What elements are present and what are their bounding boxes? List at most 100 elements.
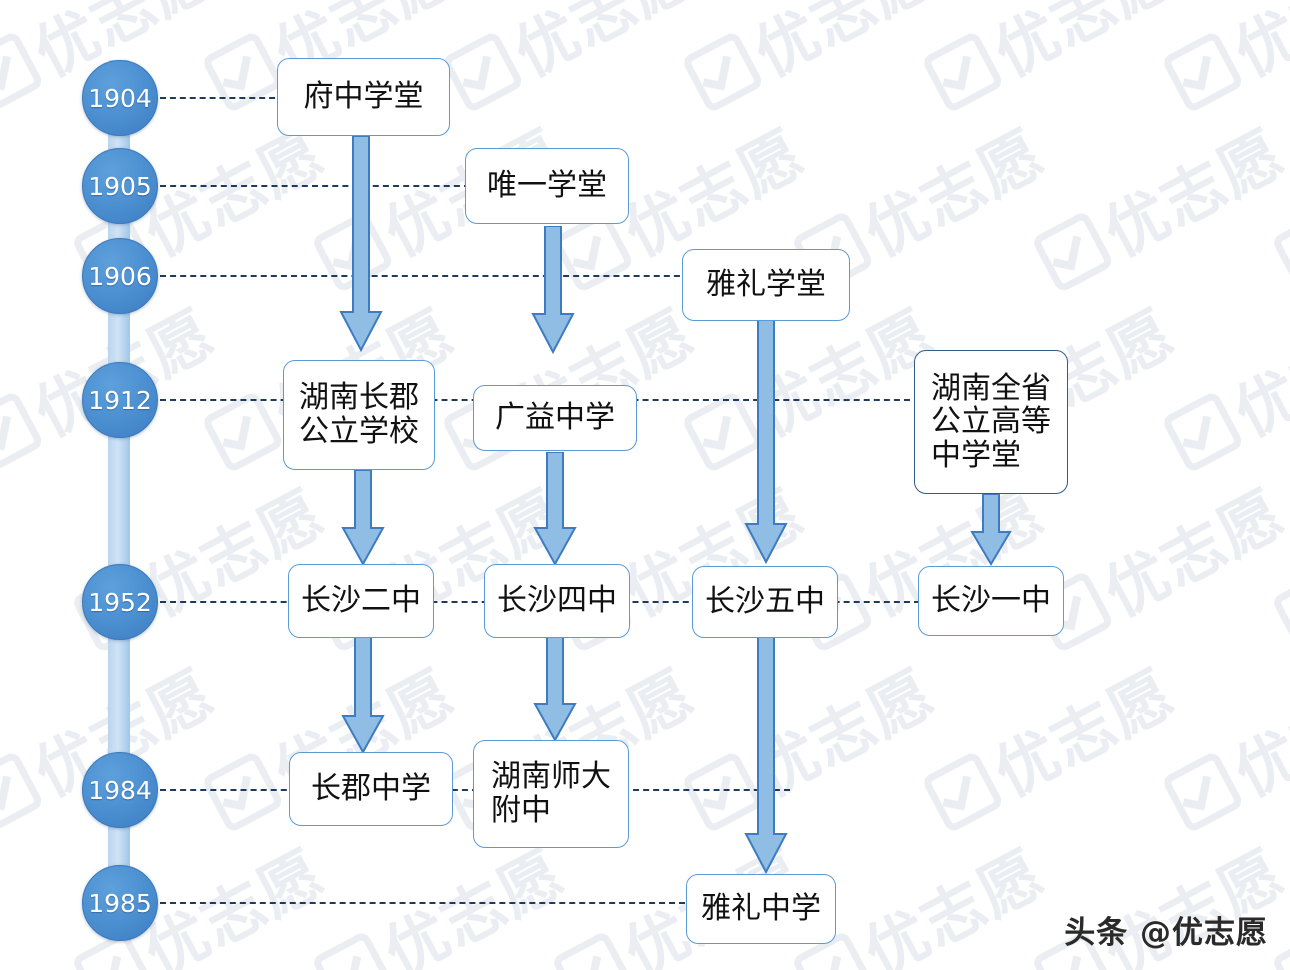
year-label: 1904: [88, 83, 152, 113]
checkbox-check-icon: [1160, 30, 1245, 114]
node-hunan-quansheng-gongli-gaodeng-zhongxuetang[interactable]: 湖南全省 公立高等 中学堂: [914, 350, 1068, 494]
flow-arrow-fuzhong-to-changjun: [339, 136, 383, 352]
year-label: 1912: [88, 385, 152, 415]
node-changjun-zhongxue[interactable]: 长郡中学: [289, 752, 453, 826]
node-label: 长沙二中: [301, 583, 421, 619]
checkbox-check-icon: [1160, 390, 1245, 474]
checkbox-check-icon: [550, 930, 635, 970]
flow-arrow-weiyi-to-guangyi: [531, 226, 575, 354]
node-label: 长沙一中: [931, 583, 1051, 619]
node-guangyi-zhongxue[interactable]: 广益中学: [473, 385, 637, 451]
dash-connector-1906: [160, 275, 690, 277]
watermark-tile: 优志愿: [1154, 284, 1290, 486]
year-node-1905[interactable]: 1905: [82, 148, 158, 224]
year-label: 1985: [88, 888, 152, 918]
checkbox-check-icon: [0, 390, 45, 474]
node-changsha-1[interactable]: 长沙一中: [918, 566, 1064, 636]
node-changsha-2[interactable]: 长沙二中: [288, 564, 434, 638]
watermark-label: 优志愿: [982, 0, 1187, 91]
node-hunan-shida-fuzhong[interactable]: 湖南师大 附中: [473, 740, 629, 848]
year-label: 1905: [88, 171, 152, 201]
node-fu-zhong-xue-tang[interactable]: 府中学堂: [277, 58, 450, 136]
node-label: 湖南师大 附中: [491, 759, 611, 828]
dash-connector-1985: [160, 902, 695, 904]
checkbox-check-icon: [200, 750, 285, 834]
year-node-1985[interactable]: 1985: [82, 865, 158, 941]
node-wei-yi-xue-tang[interactable]: 唯一学堂: [465, 148, 629, 224]
watermark-tile: 优志愿: [1264, 104, 1290, 306]
node-label: 府中学堂: [303, 79, 424, 115]
year-node-1952[interactable]: 1952: [82, 564, 158, 640]
node-yali-zhongxue[interactable]: 雅礼中学: [686, 874, 836, 944]
watermark-label: 优志愿: [982, 656, 1187, 811]
year-node-1984[interactable]: 1984: [82, 752, 158, 828]
flow-arrow-changjun-to-changsha2: [341, 470, 385, 566]
watermark-tile: 优志愿: [674, 644, 948, 846]
watermark-tile: 优志愿: [914, 644, 1188, 846]
node-label: 广益中学: [495, 400, 615, 436]
watermark-label: 优志愿: [1222, 296, 1290, 451]
watermark-label: 优志愿: [1092, 476, 1290, 631]
checkbox-check-icon: [200, 30, 285, 114]
watermark-label: 优志愿: [742, 0, 947, 91]
watermark-label: 优志愿: [852, 836, 1057, 970]
dash-connector-1905: [160, 185, 470, 187]
year-node-1912[interactable]: 1912: [82, 362, 158, 438]
flow-arrow-guangyi-to-changsha4: [533, 452, 577, 566]
checkbox-check-icon: [0, 30, 45, 114]
checkbox-check-icon: [200, 390, 285, 474]
checkbox-check-icon: [0, 750, 45, 834]
checkbox-check-icon: [310, 930, 395, 970]
node-label: 唯一学堂: [487, 168, 607, 204]
node-label: 雅礼学堂: [706, 267, 826, 303]
checkbox-check-icon: [440, 30, 525, 114]
watermark-label: 优志愿: [1222, 656, 1290, 811]
watermark-tile: 优志愿: [434, 0, 708, 126]
watermark-tile: 优志愿: [1264, 464, 1290, 666]
node-label: 长沙四中: [497, 583, 617, 619]
year-node-1904[interactable]: 1904: [82, 60, 158, 136]
attribution-text: 头条 @优志愿: [1064, 915, 1268, 951]
year-label: 1906: [88, 261, 152, 291]
checkbox-check-icon: [1270, 930, 1290, 970]
watermark-label: 优志愿: [852, 116, 1057, 271]
checkbox-check-icon: [920, 30, 1005, 114]
flow-arrow-changsha5-to-yalizhongxue: [744, 636, 788, 874]
checkbox-check-icon: [1270, 570, 1290, 654]
watermark-tile: 优志愿: [1264, 824, 1290, 970]
watermark-label: 优志愿: [612, 116, 817, 271]
node-changsha-5[interactable]: 长沙五中: [692, 566, 838, 638]
dash-connector-1904: [160, 97, 285, 99]
node-changsha-4[interactable]: 长沙四中: [484, 564, 630, 638]
watermark-label: 优志愿: [502, 0, 707, 91]
flow-arrow-changsha4-to-shidafuzhong: [533, 636, 577, 742]
node-label: 湖南全省 公立高等 中学堂: [931, 370, 1051, 473]
flow-arrow-gaodeng-to-changsha1: [970, 494, 1012, 566]
flow-arrow-yalixuetang-to-changsha5: [744, 316, 788, 564]
watermark-tile: 优志愿: [1024, 464, 1290, 666]
checkbox-check-icon: [680, 30, 765, 114]
checkbox-check-icon: [1030, 210, 1115, 294]
node-hunan-changjun-gongli-xuexiao[interactable]: 湖南长郡 公立学校: [283, 360, 435, 470]
checkbox-check-icon: [1270, 210, 1290, 294]
watermark-tile: 优志愿: [914, 0, 1188, 126]
watermark-label: 优志愿: [1222, 0, 1290, 91]
watermark-tile: 优志愿: [674, 0, 948, 126]
year-label: 1952: [88, 587, 152, 617]
checkbox-check-icon: [920, 750, 1005, 834]
node-label: 长沙五中: [705, 584, 825, 620]
checkbox-check-icon: [1160, 750, 1245, 834]
node-ya-li-xue-tang[interactable]: 雅礼学堂: [682, 249, 850, 321]
watermark-tile: 优志愿: [1024, 104, 1290, 306]
watermark-tile: 优志愿: [1154, 644, 1290, 846]
node-label: 湖南长郡 公立学校: [299, 380, 419, 449]
node-label: 长郡中学: [311, 771, 431, 807]
flow-arrow-changsha2-to-changjunzhongxue: [341, 636, 385, 754]
watermark-tile: 优志愿: [1154, 0, 1290, 126]
year-label: 1984: [88, 775, 152, 805]
year-node-1906[interactable]: 1906: [82, 238, 158, 314]
node-label: 雅礼中学: [701, 891, 821, 927]
watermark-label: 优志愿: [1092, 116, 1290, 271]
